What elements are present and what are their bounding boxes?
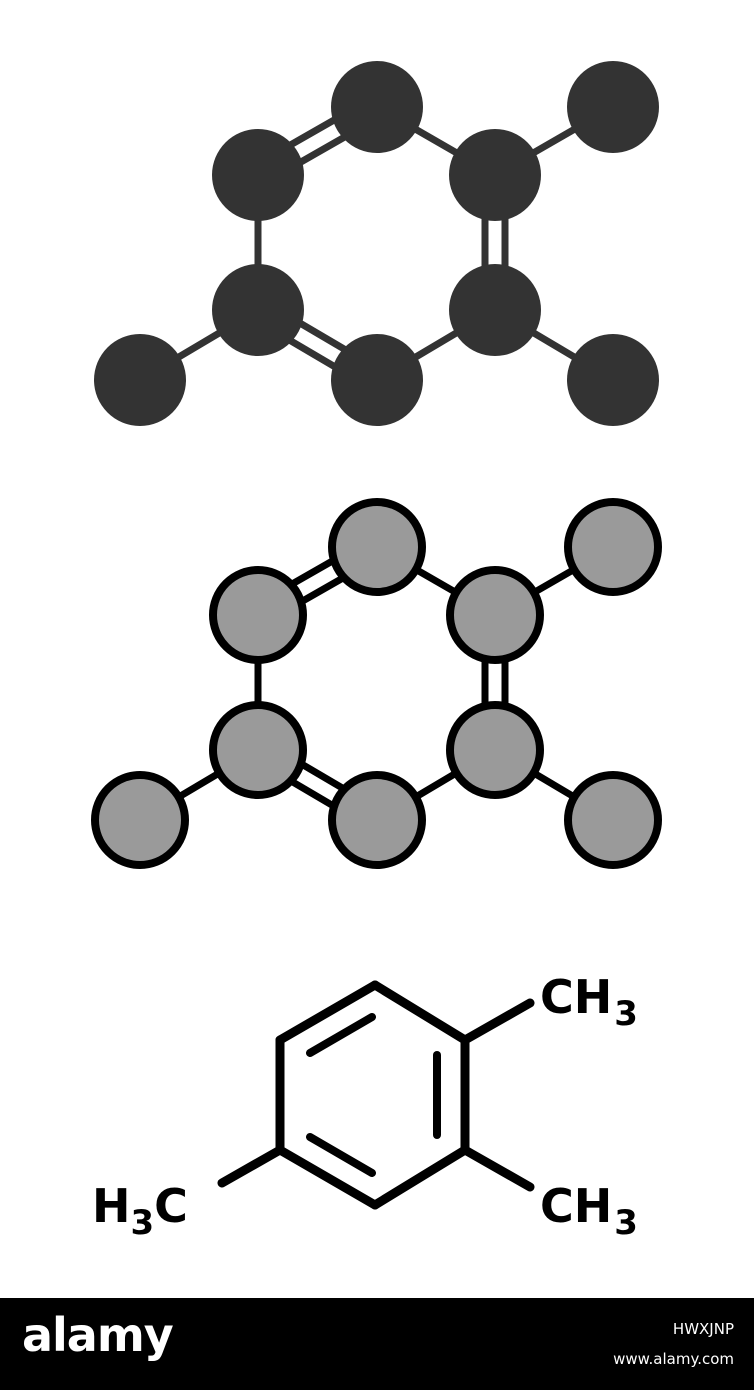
ring-atom-lower-left [212, 264, 304, 356]
methyl-label-bottom-right: CH3 [540, 1179, 638, 1243]
skeletal-formula: CH3 CH3 H3C [92, 970, 638, 1243]
methyl-atom-top-right [564, 498, 662, 596]
ball-and-stick-outlined-model [91, 498, 662, 869]
ring-atom-upper-left [209, 566, 307, 664]
methyl-atom-bottom-right [564, 771, 662, 869]
methyl-label-left: H3C [92, 1179, 188, 1243]
ring-bond [370, 1145, 470, 1210]
ring-bond [370, 980, 470, 1045]
inner-double-bond [306, 1013, 376, 1057]
ring-atom-bottom [331, 334, 423, 426]
ring-atom-upper-right [446, 566, 544, 664]
ring-bond [275, 1145, 380, 1210]
methyl-label-top-right: CH3 [540, 970, 638, 1034]
ring-atom-lower-right [446, 701, 544, 799]
methyl-bond [460, 998, 535, 1045]
skeletal-bonds [217, 980, 535, 1210]
image-id: HWXJNP [672, 1320, 734, 1338]
ring-atom-lower-left [209, 701, 307, 799]
ring-atom-top [331, 61, 423, 153]
ring-atom-upper-left [212, 129, 304, 221]
ring-atom-bottom [328, 771, 426, 869]
methyl-atom-left [94, 334, 186, 426]
methyl-atom-left [91, 771, 189, 869]
site-url: www.alamy.com [613, 1350, 734, 1368]
ring-atom-lower-right [449, 264, 541, 356]
methyl-bond [217, 1145, 285, 1188]
brand-logo: alamy [22, 1308, 174, 1362]
ball-and-stick-filled-model [94, 61, 659, 426]
molecule-illustration: CH3 CH3 H3C [91, 61, 662, 1243]
ring-atom-upper-right [449, 129, 541, 221]
watermark-footer: alamy HWXJNP www.alamy.com [0, 1298, 754, 1390]
methyl-atom-top-right [567, 61, 659, 153]
ring-bond [275, 980, 380, 1045]
ring-atom-top [328, 498, 426, 596]
inner-double-bond [306, 1133, 376, 1177]
methyl-bond [460, 1145, 535, 1192]
methyl-atom-bottom-right [567, 334, 659, 426]
